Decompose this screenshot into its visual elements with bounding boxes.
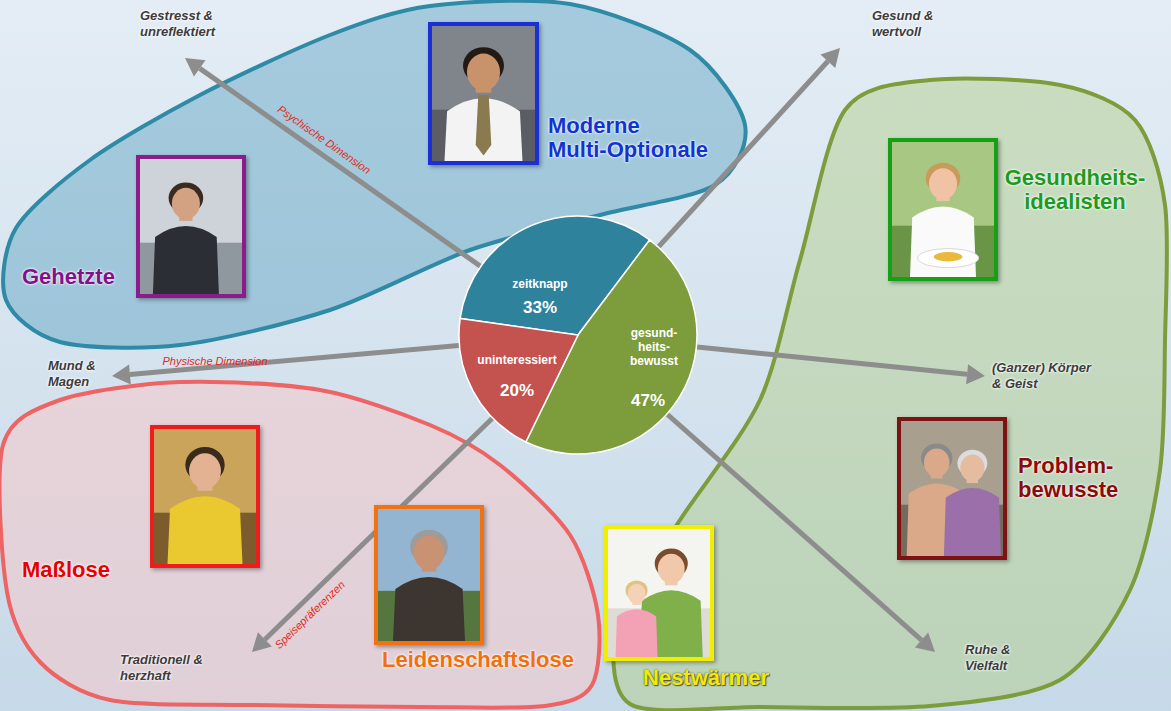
photo-food [934,252,963,261]
persona-photo: Problem- bewusste [897,417,1007,560]
axis-end-label: Ruhe & Vielfalt [965,642,1027,673]
photo-illustration [892,142,994,277]
segment-percent: 20% [487,381,547,401]
pie-wedge [459,318,578,442]
segment-percent: 33% [510,298,570,318]
axis-arrow [252,335,578,652]
photo-illustration [432,26,535,161]
person-tie [476,95,492,155]
person-body [944,488,1001,556]
photo-backdrop [608,529,710,657]
axis-end-label: Traditionell & herzhaft [120,652,220,683]
photo-illustration [901,421,1003,556]
segment-percent: 47% [618,391,678,411]
person-body [153,226,219,294]
persona-photo: Nestwärmer [604,525,714,661]
persona-name: Gehetzte [22,265,130,289]
photo-illustration [140,159,242,294]
person-body [168,496,243,564]
persona-name: Maßlose [22,558,130,582]
persona-photo: Leidenschaftslose [374,505,484,645]
person-body [393,577,465,641]
persona-name: Nestwärmer [636,666,776,690]
axis-arrowhead [252,632,272,652]
pie-segment: uninteressiert 20% [458,215,698,455]
photo-backdrop [154,429,256,564]
axis-arrowhead [112,364,131,384]
person-head [924,448,950,477]
dimension-label: Physische Dimension [162,355,267,368]
person-head [929,168,957,199]
persona-name: Gesundheits- idealisten [1000,166,1150,214]
segment-label: gesund- heits- bewusst [624,327,684,368]
person-head [658,554,685,584]
person-head [628,584,646,604]
photo-backdrop [140,159,242,294]
axis-end-label: Gestresst & unreflektiert [140,8,240,39]
person-head [467,54,500,91]
pie-wedge-shape [458,215,698,455]
photo-backdrop [432,26,535,161]
axis-end-label: Gesund & wertvoll [872,8,944,39]
persona-photo: Gesundheits- idealisten [888,138,998,281]
photo-plate [918,249,979,268]
axis-arrowhead [915,633,935,652]
axes [112,48,985,652]
segment-label: uninteressiert [472,354,562,368]
axis-arrowhead [820,48,840,68]
persona-photo: Maßlose [150,425,260,568]
axis-arrowhead [185,58,205,77]
persona-photo: Gehetzte [136,155,246,298]
person-head [189,453,221,489]
persona-name: Problem- bewusste [1018,454,1128,502]
person-head [414,536,445,570]
person-head [960,455,984,482]
segment-label: zeitknapp [500,278,580,292]
photo-backdrop [901,421,1003,556]
photo-illustration [608,529,710,657]
axis-end-label: Mund & Magen [48,358,108,389]
photo-backdrop [892,142,994,277]
persona-name: Moderne Multi-Optionale [548,114,720,162]
photo-backdrop [378,509,480,641]
axis-arrowhead [966,364,985,384]
person-body [616,609,658,657]
persona-name: Leidenschaftslose [382,648,597,672]
persona-photo: Moderne Multi-Optionale [428,22,539,165]
photo-illustration [378,509,480,641]
person-head [172,188,200,219]
photo-illustration [154,429,256,564]
axis-end-label: (Ganzer) Körper & Geist [992,360,1092,391]
